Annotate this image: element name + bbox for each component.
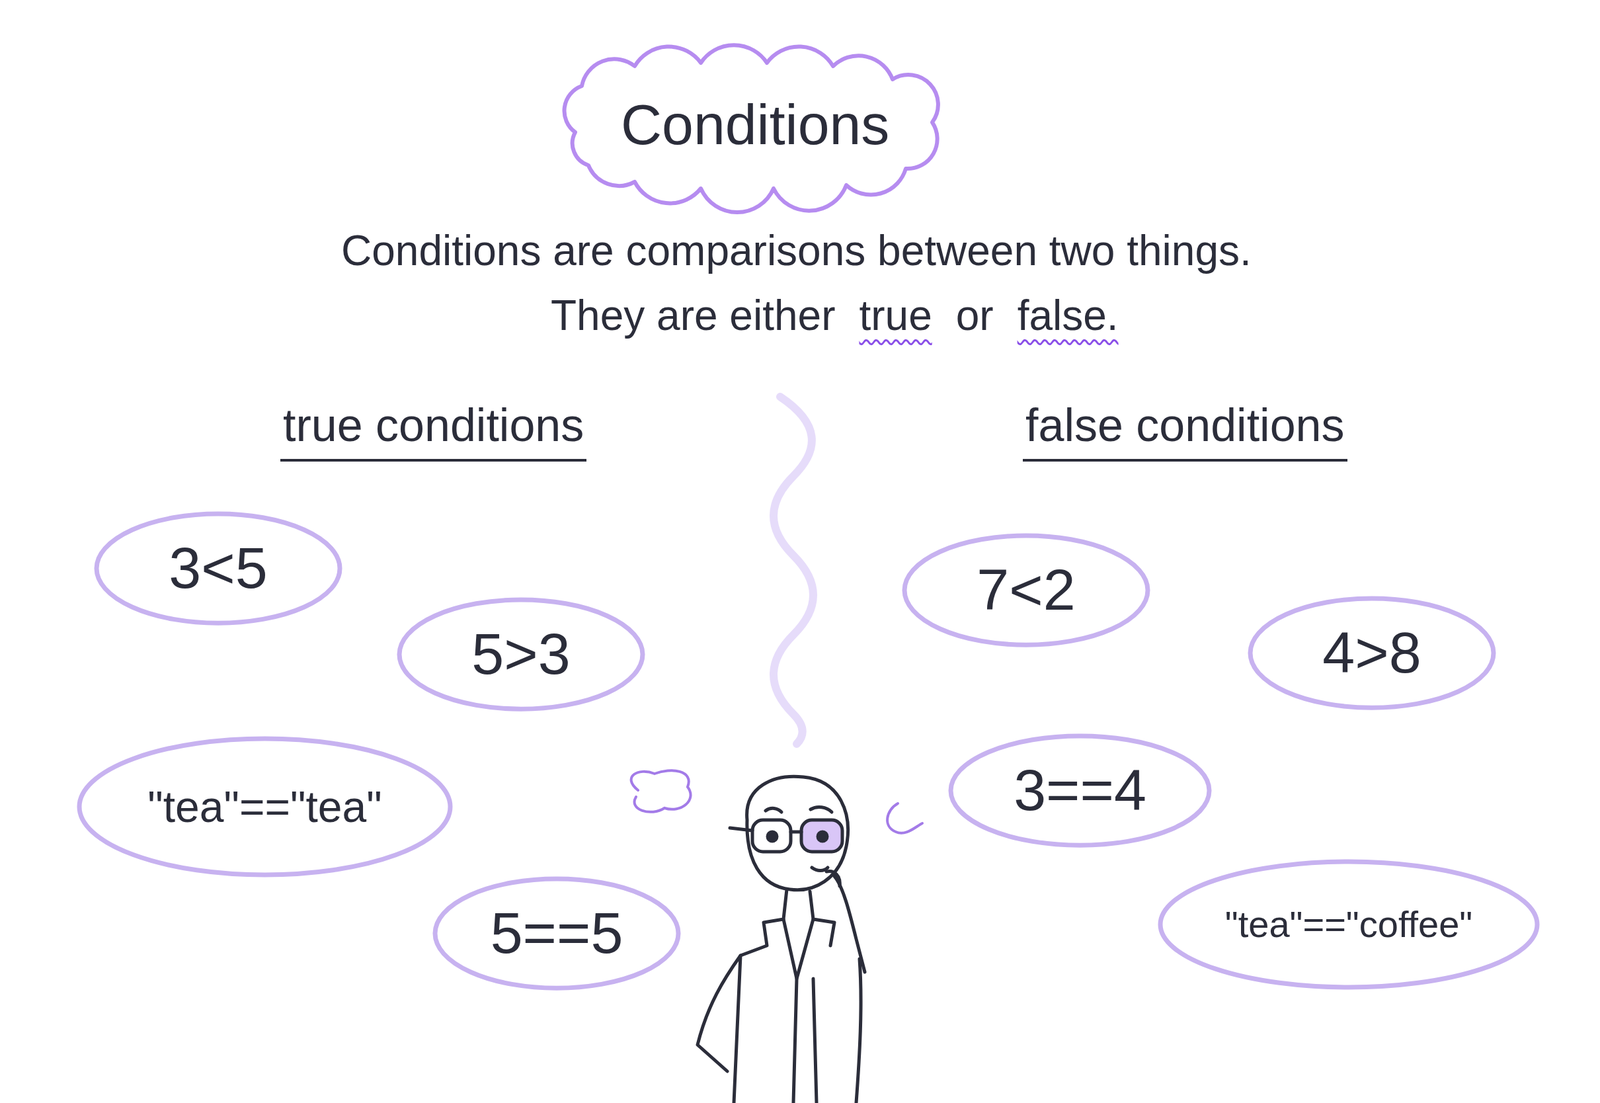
intro-text: Conditions are comparisons between two t… (341, 226, 1252, 276)
condition-text: 5==5 (490, 901, 624, 966)
ellipse-outline (435, 878, 679, 988)
intro-text: or (956, 291, 994, 341)
column-heading: false conditions (1022, 398, 1348, 462)
condition-text: 3<5 (168, 536, 268, 601)
ellipse-outline (399, 599, 643, 709)
thought-swirl (887, 803, 923, 834)
condition-text: 4>8 (1322, 620, 1421, 685)
thought-wave (773, 396, 814, 744)
ellipse-outline (1250, 598, 1494, 708)
condition-ellipse: 3<5 (93, 510, 344, 627)
highlighted-word: true (858, 291, 932, 341)
condition-ellipse: 3==4 (947, 732, 1213, 849)
condition-ellipse: 7<2 (901, 532, 1152, 648)
condition-ellipse: 4>8 (1246, 595, 1497, 711)
title-cloud (564, 44, 939, 213)
intro-text: They are either (550, 291, 836, 341)
column-heading: true conditions (280, 398, 587, 462)
thought-swirl (631, 770, 691, 812)
ellipse-outline (904, 535, 1148, 645)
ellipse-outline (950, 735, 1210, 845)
condition-text: 7<2 (976, 558, 1076, 623)
ellipse-outline (1160, 861, 1538, 988)
condition-ellipse: 5==5 (431, 875, 682, 992)
condition-ellipse: "tea"=="coffee" (1157, 858, 1541, 991)
thinking-person (697, 776, 865, 1103)
condition-ellipse: "tea"=="tea" (76, 735, 454, 879)
condition-text: 3==4 (1013, 758, 1147, 823)
highlighted-word: false. (1017, 291, 1119, 341)
condition-text: 5>3 (471, 622, 570, 687)
condition-text: "tea"=="tea" (147, 782, 382, 832)
diagram-title: Conditions (620, 91, 890, 158)
ellipse-outline (96, 513, 340, 623)
condition-ellipse: 5>3 (396, 596, 646, 713)
ellipse-outline (79, 738, 451, 875)
intro-line: They are either trueor false. (550, 291, 1119, 341)
condition-text: "tea"=="coffee" (1225, 903, 1473, 945)
